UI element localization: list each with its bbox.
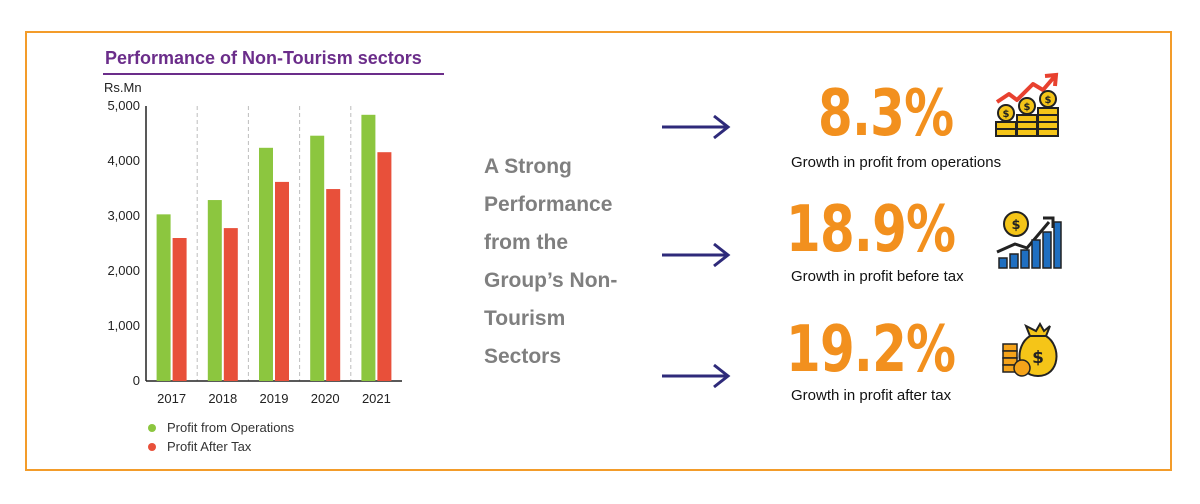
svg-text:$: $ xyxy=(1045,95,1052,106)
x-tick-label: 2021 xyxy=(362,391,391,406)
title-underline xyxy=(103,73,444,75)
bar-profit-after-tax xyxy=(275,181,289,381)
headline-line: Performance xyxy=(484,193,613,216)
svg-text:$: $ xyxy=(1024,102,1031,113)
stat-value-after-tax: 19.2% xyxy=(786,313,956,387)
x-tick-label: 2019 xyxy=(260,391,289,406)
legend-label: Profit After Tax xyxy=(167,439,252,454)
chart-title: Performance of Non-Tourism sectors xyxy=(105,48,422,68)
legend-swatch-green xyxy=(148,423,156,432)
x-tick-label: 2020 xyxy=(311,391,340,406)
bar-profit-from-operations xyxy=(259,147,273,381)
legend-label: Profit from Operations xyxy=(167,420,295,435)
stat-label-operations: Growth in profit from operations xyxy=(791,154,1002,171)
stat-label-after-tax: Growth in profit after tax xyxy=(791,387,952,404)
y-tick-label: 5,000 xyxy=(107,98,140,113)
arrow-right-icon xyxy=(662,242,731,268)
headline-line: Sectors xyxy=(484,345,562,368)
svg-text:$: $ xyxy=(1032,348,1044,368)
headline-text: A Strong Performance from the Group’s No… xyxy=(484,148,654,376)
legend-item-profit-after-tax: Profit After Tax xyxy=(148,437,294,456)
chart-legend: Profit from Operations Profit After Tax xyxy=(148,418,294,456)
x-tick-label: 2018 xyxy=(208,391,237,406)
y-tick-label: 2,000 xyxy=(107,263,140,278)
bar-growth-dollar-icon: $ xyxy=(996,211,1062,269)
svg-text:$: $ xyxy=(1011,218,1020,233)
y-tick-label: 1,000 xyxy=(107,318,140,333)
infographic-frame xyxy=(25,31,1172,471)
y-tick-label: 0 xyxy=(133,373,140,388)
arrow-right-icon xyxy=(662,114,731,140)
svg-text:$: $ xyxy=(1003,109,1010,120)
bar-profit-after-tax xyxy=(223,228,238,381)
bar-profit-from-operations xyxy=(361,114,376,382)
bar-profit-from-operations xyxy=(207,200,222,381)
stat-value-before-tax: 18.9% xyxy=(786,193,956,267)
headline-line: from the xyxy=(484,231,568,254)
bar-profit-from-operations xyxy=(156,214,171,381)
legend-swatch-red xyxy=(148,442,156,451)
legend-item-profit-from-operations: Profit from Operations xyxy=(148,418,294,437)
y-tick-label: 4,000 xyxy=(107,153,140,168)
arrow-right-icon xyxy=(662,363,731,389)
stat-label-before-tax: Growth in profit before tax xyxy=(791,268,964,285)
bar-profit-after-tax xyxy=(172,238,187,381)
x-tick-label: 2017 xyxy=(157,391,186,406)
bar-profit-from-operations xyxy=(310,135,325,381)
stat-value-operations: 8.3% xyxy=(818,77,954,151)
headline-line: Group’s Non- xyxy=(484,269,618,292)
y-axis-unit-label: Rs.Mn xyxy=(104,80,142,95)
headline-line: A Strong xyxy=(484,155,572,178)
bar-chart: 0 1,000 2,000 3,000 4,000 5,000 2017 2018 2019 20… xyxy=(107,98,402,406)
bar-profit-after-tax xyxy=(377,152,392,381)
headline-line: Tourism xyxy=(484,307,566,330)
bar-profit-after-tax xyxy=(326,189,341,381)
y-tick-label: 3,000 xyxy=(107,208,140,223)
rising-coins-chart-icon: $ $ $ xyxy=(995,72,1059,137)
money-bag-coins-icon: $ xyxy=(1002,322,1058,378)
